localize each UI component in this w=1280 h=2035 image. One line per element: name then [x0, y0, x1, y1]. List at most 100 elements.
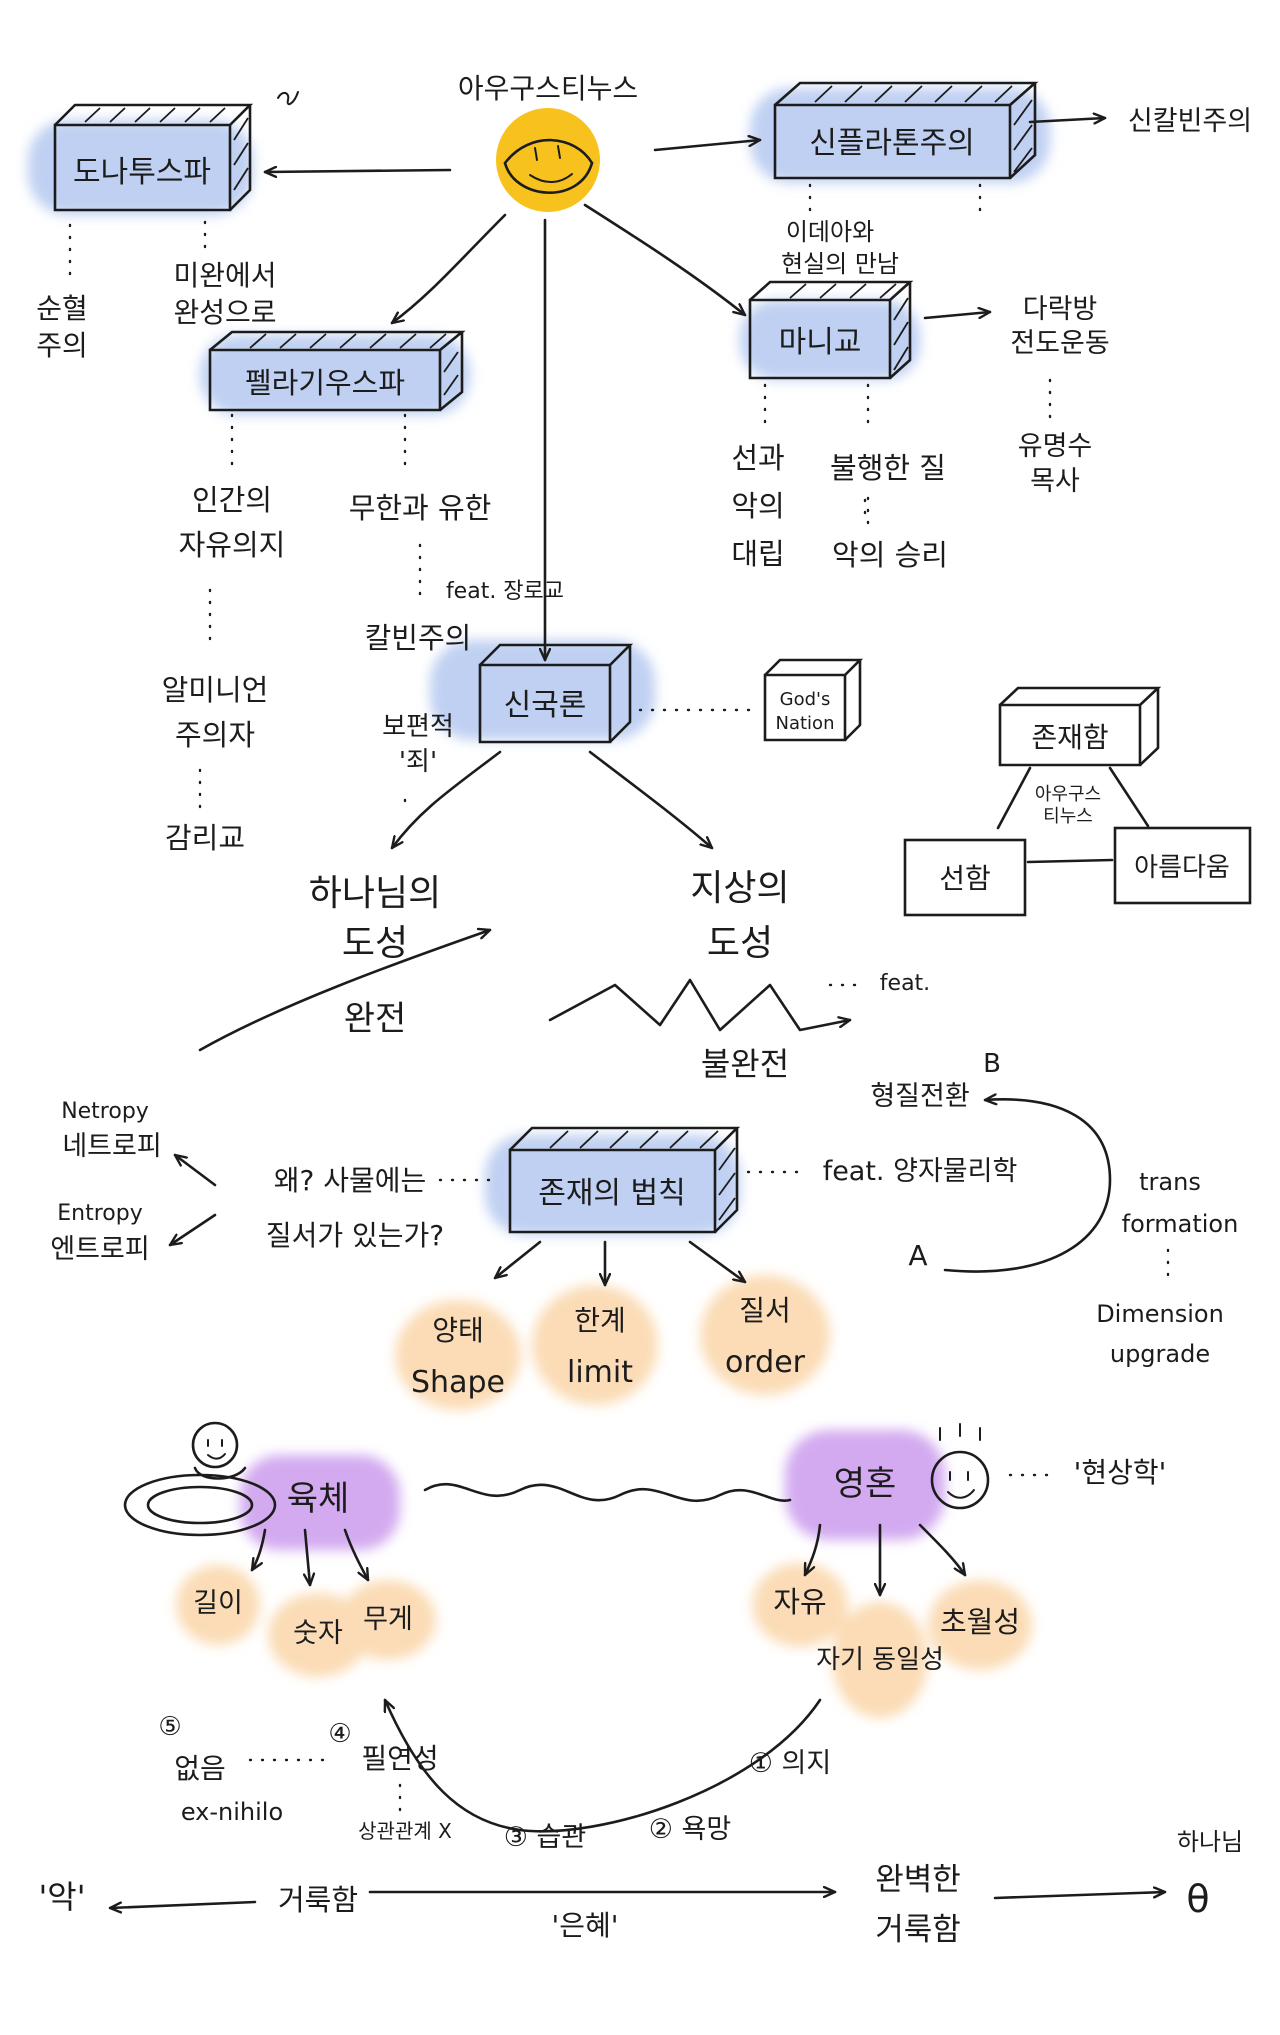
- donatists-label: 도나투스파: [73, 155, 211, 190]
- dimension-line2: upgrade: [1110, 1340, 1210, 1368]
- highlights: [28, 88, 1050, 1718]
- limit-en: limit: [567, 1355, 633, 1390]
- label-b: B: [983, 1049, 1001, 1079]
- earthly-city-line2: 도성: [707, 923, 773, 964]
- weight-label: 무게: [363, 1604, 413, 1635]
- universal-sin-line1: 보편적: [382, 712, 454, 742]
- donatists-children: 순혈 주의 미완에서 완성으로: [36, 259, 276, 362]
- step3-label: ③ 습관: [504, 1822, 586, 1853]
- grace-label: '은혜': [552, 1909, 619, 1942]
- imperfect-label: 불완전: [701, 1045, 789, 1083]
- step5-num: ⑤: [158, 1712, 181, 1742]
- smiley-sun-icon: [496, 108, 600, 212]
- neoplatonism-children: 신칼빈주의 이데아와 현실의 만남: [781, 106, 1252, 278]
- manichaeism-label: 마니교: [779, 325, 862, 360]
- augustine-node: 아우구스티누스: [458, 72, 638, 212]
- length-label: 길이: [193, 1588, 243, 1619]
- gods-nation-line2: Nation: [776, 713, 835, 734]
- transcendence-label: 초월성: [940, 1605, 1020, 1639]
- idea-reality-line1: 이데아와: [786, 218, 874, 246]
- body-label: 육체: [287, 1479, 350, 1519]
- entropy-en: Entropy: [57, 1201, 142, 1226]
- dimension-line1: Dimension: [1096, 1300, 1224, 1328]
- perfect-holy-line2: 거룩함: [875, 1912, 961, 1948]
- law-of-existence-label: 존재의 법칙: [538, 1176, 686, 1211]
- perfect-label: 완전: [344, 999, 407, 1039]
- pastor-line1: 유명수: [1018, 431, 1093, 462]
- universal-sin-line2: '죄': [399, 747, 437, 777]
- good-evil-line1: 선과: [731, 441, 784, 475]
- will-steps: ① 의지 ② 욕망 ③ 습관 ④ 필연성 상관관계 X ⑤ 없음 ex-nihi…: [158, 1698, 831, 1853]
- law-of-existence-node: 존재의 법칙: [508, 1126, 741, 1234]
- god-label: 하나님: [1177, 1828, 1243, 1856]
- entropy-ko: 엔트로피: [50, 1234, 149, 1265]
- trans-line2: formation: [1122, 1210, 1239, 1238]
- pure-blood-line2: 주의: [36, 329, 88, 362]
- limit-ko: 한계: [574, 1304, 626, 1337]
- incomplete-line1: 미완에서: [173, 259, 276, 292]
- unhappy-label: 불행한 질: [830, 451, 946, 485]
- quantum-feat: feat. 양자물리학: [823, 1156, 1018, 1187]
- step4-num: ④: [328, 1719, 351, 1749]
- pelagius-label: 펠라기우스파: [245, 366, 405, 400]
- identity-label: 자기 동일성: [816, 1645, 944, 1675]
- gods-nation-node: God's Nation: [763, 658, 864, 742]
- presbyterian-feat: feat. 장로교: [446, 579, 564, 604]
- phenomenology-label: '현상학': [1074, 1456, 1167, 1489]
- existence-triangle: 존재함 아우구스 티누스 선함 아름다움: [903, 686, 1252, 917]
- step1-label: ① 의지: [749, 1748, 831, 1779]
- city-of-god-node: 신국론: [478, 643, 634, 744]
- triangle-center-line1: 아우구스: [1035, 784, 1101, 805]
- manichaeism-children: 다락방 전도운동 유명수 목사 선과 악의 대립 불행한 질 악의 승리: [731, 294, 1109, 572]
- step2-label: ② 욕망: [649, 1814, 731, 1845]
- pelagius-children: 인간의 자유의지 알미니언 주의자 감리교 무한과 유한 feat. 장로교 칼…: [162, 483, 564, 855]
- netropy-en: Netropy: [61, 1099, 149, 1124]
- free-will-line2: 자유의지: [179, 528, 286, 562]
- pelagius-node: 펠라기우스파: [208, 330, 466, 412]
- donatists-node: 도나투스파: [53, 91, 299, 212]
- upper-room-line1: 다락방: [1023, 294, 1098, 325]
- beauty-label: 아름다움: [1134, 853, 1230, 883]
- holy-label: 거룩함: [278, 1883, 358, 1917]
- connectors-top: [68, 118, 1107, 817]
- goodness-label: 선함: [939, 862, 991, 895]
- evil-victory-label: 악의 승리: [832, 538, 948, 572]
- step4-sub: 상관관계 X: [358, 1819, 452, 1843]
- order-en: order: [725, 1345, 806, 1380]
- step5-label: 없음: [174, 1752, 226, 1785]
- order-ko: 질서: [739, 1294, 791, 1327]
- number-label: 숫자: [293, 1618, 343, 1649]
- good-evil-line2: 악의: [731, 489, 784, 523]
- step5-sub: ex-nihilo: [181, 1798, 283, 1826]
- body-soul-section: 육체 영혼 '현상학' 길이 숫자 무게 자유 자기 동일성 초월성: [123, 1421, 1167, 1675]
- evil-label: '악': [38, 1878, 85, 1916]
- arminian-line2: 주의자: [175, 718, 255, 752]
- augustine-label: 아우구스티누스: [458, 72, 638, 105]
- god-symbol: θ: [1186, 1877, 1209, 1921]
- pastor-line2: 목사: [1030, 466, 1080, 497]
- arminian-line1: 알미니언: [162, 673, 269, 707]
- triangle-center-line2: 티누스: [1043, 806, 1093, 827]
- smiley-icon: [930, 1423, 990, 1510]
- existence-label: 존재함: [1031, 721, 1108, 754]
- methodist-label: 감리교: [165, 821, 245, 855]
- free-will-line1: 인간의: [192, 483, 272, 517]
- infinite-finite-label: 무한과 유한: [349, 491, 492, 525]
- transform-label: 형질전환: [870, 1081, 969, 1112]
- city-branches: 하나님의 도성 완전 지상의 도성 불완전 feat.: [198, 750, 930, 1083]
- calvinism-label: 칼빈주의: [365, 621, 472, 655]
- why-order-line1: 왜? 사물에는: [274, 1164, 427, 1197]
- shape-ko: 양태: [432, 1314, 484, 1347]
- soul-label: 영혼: [834, 1464, 897, 1504]
- city-of-god-line1: 하나님의: [309, 873, 441, 914]
- person-icon: [123, 1421, 277, 1537]
- gods-nation-line1: God's: [780, 689, 831, 710]
- law-section: 왜? 사물에는 질서가 있는가? Netropy 네트로피 Entropy 엔트…: [50, 1049, 1238, 1400]
- shape-en: Shape: [411, 1365, 505, 1400]
- idea-reality-line2: 현실의 만남: [781, 250, 899, 278]
- manichaeism-node: 마니교: [748, 280, 914, 380]
- label-a: A: [908, 1239, 927, 1272]
- freedom-label: 자유: [773, 1585, 826, 1619]
- netropy-ko: 네트로피: [62, 1131, 161, 1162]
